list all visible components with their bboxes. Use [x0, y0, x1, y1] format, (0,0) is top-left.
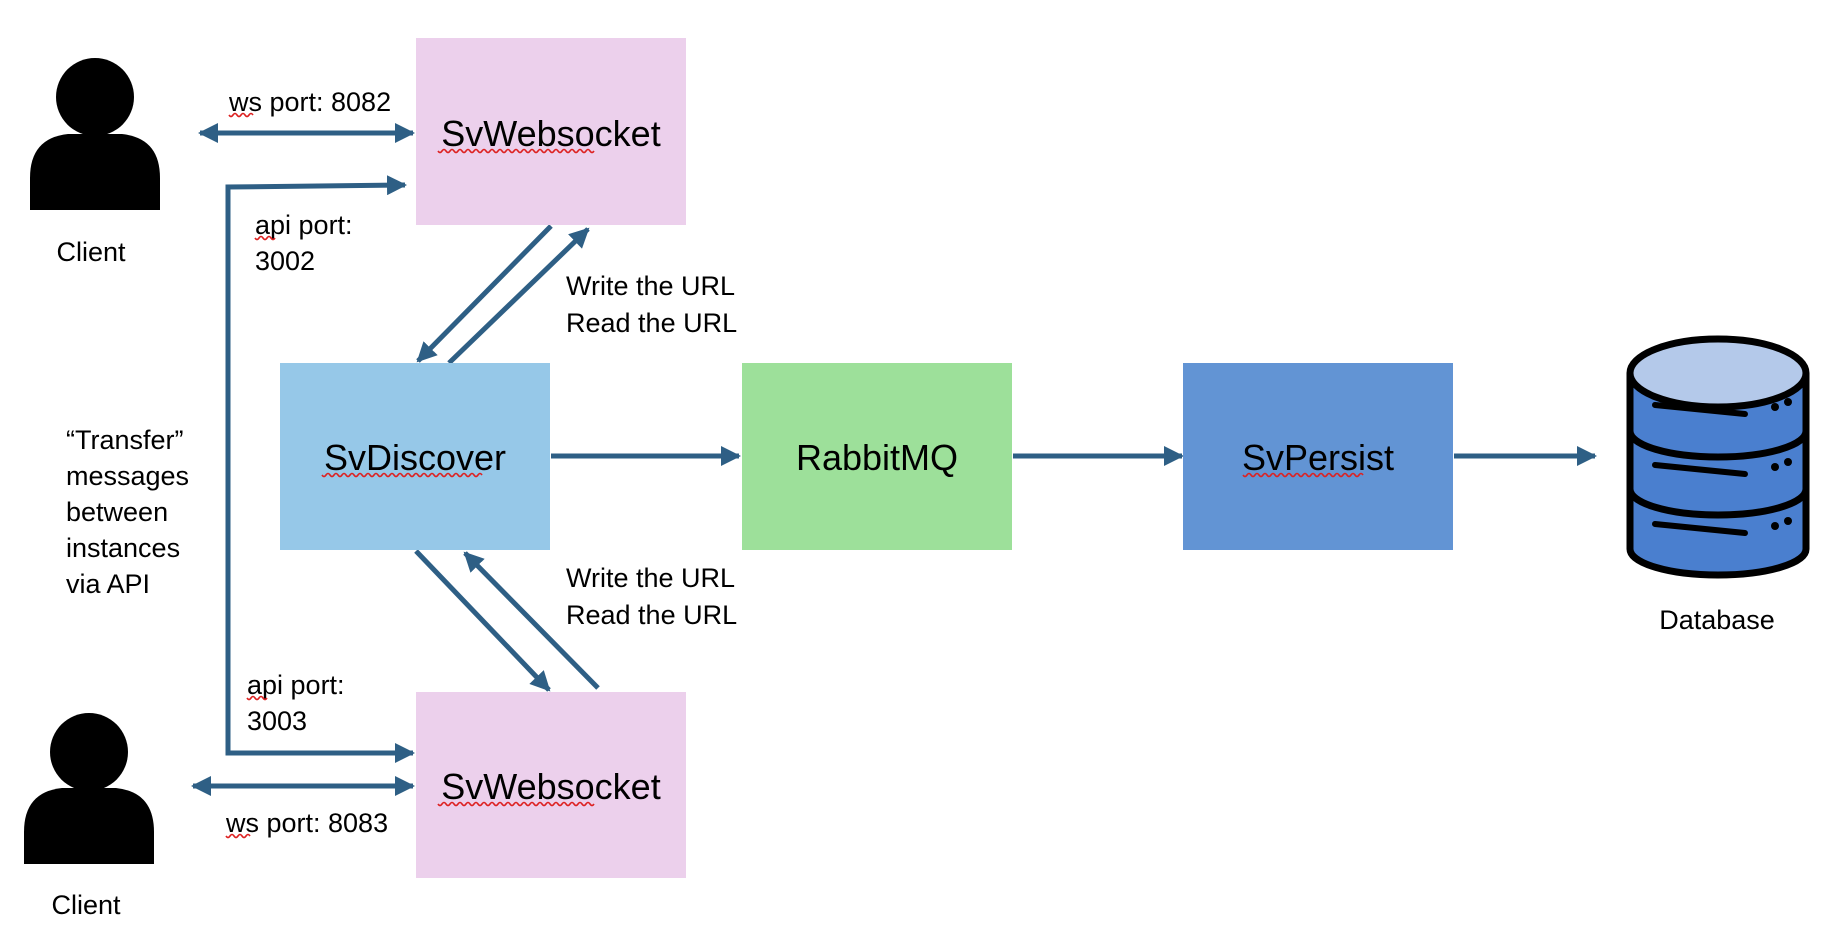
- write-url-bottom: Write the URL: [566, 563, 735, 593]
- ws-top-to-discover-arrow: [416, 224, 553, 363]
- spellcheck-underline: [254, 235, 276, 241]
- transfer-line: messages: [66, 461, 189, 491]
- client-top: Client: [30, 58, 160, 267]
- read-url-top: Read the URL: [566, 308, 737, 338]
- spellcheck-underline: [437, 148, 595, 154]
- rabbitmq-label: RabbitMQ: [796, 437, 958, 478]
- ws-port-bottom-label-group: ws port: 8083: [225, 808, 388, 839]
- api-transfer-connector: [225, 175, 415, 763]
- read-url-bottom: Read the URL: [566, 600, 737, 630]
- discover-to-ws-top-arrow: [447, 227, 590, 365]
- transfer-line: between: [66, 497, 168, 527]
- api-port-bottom-label: api port: 3003: [246, 670, 345, 736]
- svwebsocket-top-label: SvWebsocket: [441, 113, 660, 154]
- api-port-top-value: 3002: [255, 246, 315, 276]
- svdiscover-label: SvDiscover: [324, 437, 506, 478]
- transfer-note: “Transfer” messages between instances vi…: [66, 425, 189, 599]
- spellcheck-underline: [228, 112, 254, 118]
- api-port-top-line: api port:: [255, 210, 353, 240]
- transfer-line: via API: [66, 569, 150, 599]
- ws-port-bottom-label: ws port: 8083: [225, 808, 388, 838]
- spellcheck-underline: [246, 695, 268, 701]
- svpersist-node: SvPersist: [1183, 363, 1453, 550]
- ws-bottom-to-discover-arrow: [463, 551, 600, 690]
- client-top-label: Client: [56, 237, 126, 267]
- ws-port-top-label-group: ws port: 8082: [228, 87, 391, 118]
- transfer-line: instances: [66, 533, 180, 563]
- url-top-label: Write the URL Read the URL: [566, 271, 737, 338]
- svwebsocket-bottom-label: SvWebsocket: [441, 766, 660, 807]
- database-icon: [1626, 335, 1810, 579]
- ws-port-top-label: ws port: 8082: [228, 87, 391, 117]
- svwebsocket-top-node: SvWebsocket: [416, 38, 686, 225]
- api-port-bottom-line: api port:: [247, 670, 345, 700]
- transfer-line: “Transfer”: [66, 425, 184, 455]
- database-label: Database: [1659, 605, 1775, 635]
- client-bottom-label: Client: [51, 890, 121, 920]
- spellcheck-underline: [1242, 472, 1364, 478]
- spellcheck-underline: [437, 801, 595, 807]
- svdiscover-node: SvDiscover: [280, 363, 550, 550]
- rabbitmq-node: RabbitMQ: [742, 363, 1012, 550]
- svpersist-label: SvPersist: [1242, 437, 1394, 478]
- write-url-top: Write the URL: [566, 271, 735, 301]
- client-bottom: Client: [24, 713, 154, 920]
- svwebsocket-bottom-node: SvWebsocket: [416, 692, 686, 878]
- discover-to-ws-bottom-arrow: [414, 549, 551, 692]
- user-icon: [30, 58, 160, 210]
- api-port-top-label: api port: 3002: [254, 210, 353, 276]
- spellcheck-underline: [321, 472, 483, 478]
- spellcheck-underline: [225, 833, 251, 839]
- api-port-bottom-value: 3003: [247, 706, 307, 736]
- url-bottom-label: Write the URL Read the URL: [566, 563, 737, 630]
- user-icon: [24, 713, 154, 864]
- database: Database: [1626, 335, 1810, 635]
